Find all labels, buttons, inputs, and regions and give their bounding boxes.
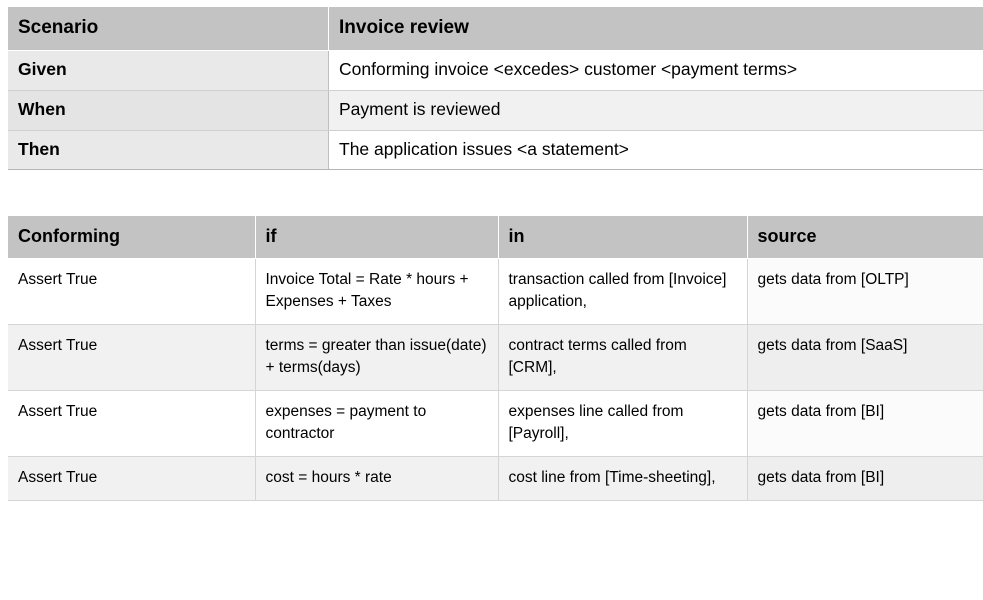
scenario-row-label-then: Then (8, 130, 329, 171)
scenario-row-then: Then The application issues <a statement… (8, 130, 983, 171)
table-row: Assert True expenses = payment to contra… (8, 390, 983, 457)
cell-source: gets data from [OLTP] (747, 258, 983, 325)
scenario-row-value-then: The application issues <a statement> (328, 130, 983, 171)
scenario-row-label-given: Given (8, 50, 329, 91)
cell-in: contract terms called from [CRM], (498, 324, 748, 391)
scenario-table-header-row: Scenario Invoice review (8, 7, 983, 51)
conforming-col-header-if: if (255, 216, 499, 259)
cell-source: gets data from [BI] (747, 390, 983, 457)
cell-conforming: Assert True (8, 258, 256, 325)
scenario-row-given: Given Conforming invoice <excedes> custo… (8, 50, 983, 91)
cell-if: terms = greater than issue(date) + terms… (255, 324, 499, 391)
cell-in: expenses line called from [Payroll], (498, 390, 748, 457)
cell-in: cost line from [Time-sheeting], (498, 456, 748, 501)
cell-conforming: Assert True (8, 456, 256, 501)
conforming-col-header-conforming: Conforming (8, 216, 256, 259)
conforming-table-header-row: Conforming if in source (8, 216, 983, 259)
table-row: Assert True terms = greater than issue(d… (8, 324, 983, 391)
table-row: Assert True cost = hours * rate cost lin… (8, 456, 983, 501)
scenario-row-value-when: Payment is reviewed (328, 90, 983, 131)
conforming-col-header-source: source (747, 216, 983, 259)
cell-if: expenses = payment to contractor (255, 390, 499, 457)
cell-source: gets data from [SaaS] (747, 324, 983, 391)
cell-in: transaction called from [Invoice] applic… (498, 258, 748, 325)
scenario-header-value: Invoice review (328, 7, 983, 51)
scenario-table: Scenario Invoice review Given Conforming… (8, 7, 983, 171)
cell-source: gets data from [BI] (747, 456, 983, 501)
cell-conforming: Assert True (8, 390, 256, 457)
cell-conforming: Assert True (8, 324, 256, 391)
cell-if: cost = hours * rate (255, 456, 499, 501)
table-row: Assert True Invoice Total = Rate * hours… (8, 258, 983, 325)
scenario-row-value-given: Conforming invoice <excedes> customer <p… (328, 50, 983, 91)
conforming-col-header-in: in (498, 216, 748, 259)
scenario-row-label-when: When (8, 90, 329, 131)
cell-if: Invoice Total = Rate * hours + Expenses … (255, 258, 499, 325)
scenario-header-label: Scenario (8, 7, 329, 51)
conforming-table: Conforming if in source Assert True Invo… (8, 216, 983, 501)
scenario-row-when: When Payment is reviewed (8, 90, 983, 131)
